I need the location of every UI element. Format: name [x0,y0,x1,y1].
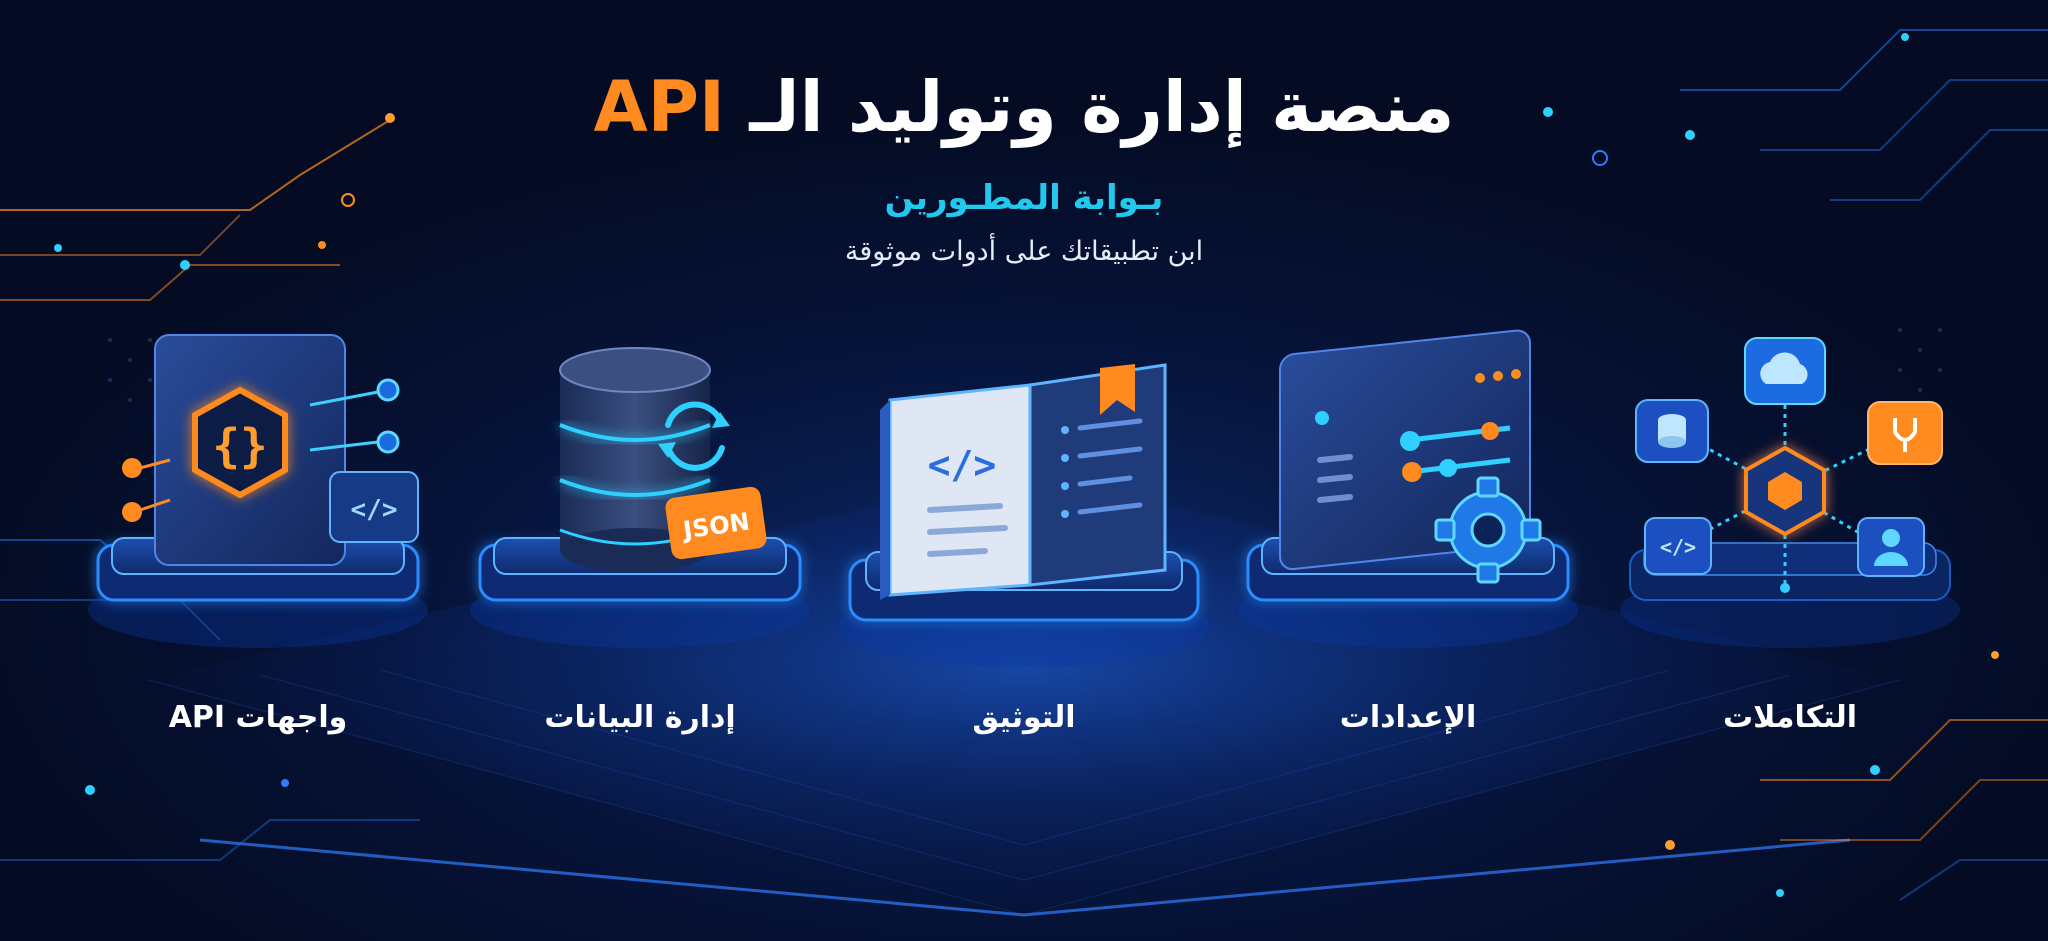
feature-label-data: إدارة البيانات [544,700,736,735]
svg-text:</>: </> [928,443,997,487]
page-subtitle: بـوابة المطـورين [884,178,1164,218]
database-json-icon: JSON [559,347,767,572]
feature-label-api: واجهات API [168,700,348,735]
settings-panel-icon [1279,329,1542,584]
svg-text:</>: </> [1660,535,1696,559]
svg-text:</>: </> [351,495,398,525]
integrations-network-icon: </> [1635,337,1943,593]
feature-label-docs: التوثيق [972,700,1076,735]
book-code-icon: </> [880,363,1167,600]
title-text: منصة إدارة وتوليد الـ [749,66,1455,148]
api-code-panel-icon: {} </> [122,334,419,566]
page-title: منصة إدارة وتوليد الـ API [0,62,2048,152]
title-accent: API [593,66,725,148]
feature-label-integrations: التكاملات [1722,700,1857,735]
feature-label-settings: الإعدادات [1339,700,1477,735]
svg-text:{}: {} [212,419,267,473]
page-tagline: ابن تطبيقاتك على أدوات موثوقة [844,236,1204,267]
